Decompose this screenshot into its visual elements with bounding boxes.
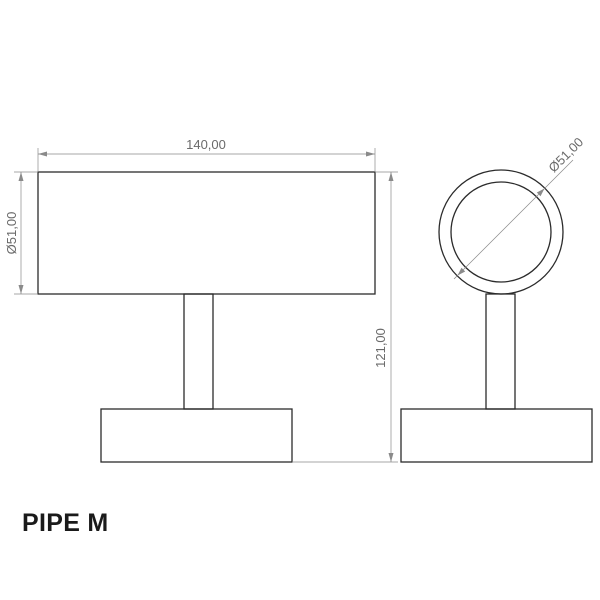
side-pipe-inner <box>450 181 552 283</box>
side-base <box>400 408 593 463</box>
side-view <box>400 169 593 463</box>
front-diameter-label: Ø51,00 <box>4 212 19 255</box>
height-dimension: 121,00 <box>292 171 398 463</box>
side-diameter-arrow-lower <box>457 267 466 276</box>
front-diameter-arrow-bottom <box>18 285 24 294</box>
front-base <box>100 408 293 463</box>
side-diameter-label: Ø51,00 <box>545 134 586 175</box>
front-diameter-arrow-top <box>18 172 24 181</box>
front-view <box>37 171 376 463</box>
side-diameter-arrow-upper <box>536 188 545 197</box>
part-title: PIPE M <box>22 509 109 537</box>
front-diameter-dimension: Ø51,00 <box>4 171 38 295</box>
front-stem <box>183 293 214 410</box>
side-diameter-dimension: Ø51,00 <box>453 134 586 280</box>
height-arrow-bottom <box>388 453 394 462</box>
height-arrow-top <box>388 172 394 181</box>
width-arrow-left <box>38 151 47 157</box>
front-pipe-body <box>37 171 376 295</box>
height-dimension-label: 121,00 <box>373 328 388 368</box>
width-dimension: 140,00 <box>37 137 376 172</box>
width-dimension-label: 140,00 <box>186 137 226 152</box>
width-arrow-right <box>366 151 375 157</box>
side-stem <box>485 293 516 410</box>
